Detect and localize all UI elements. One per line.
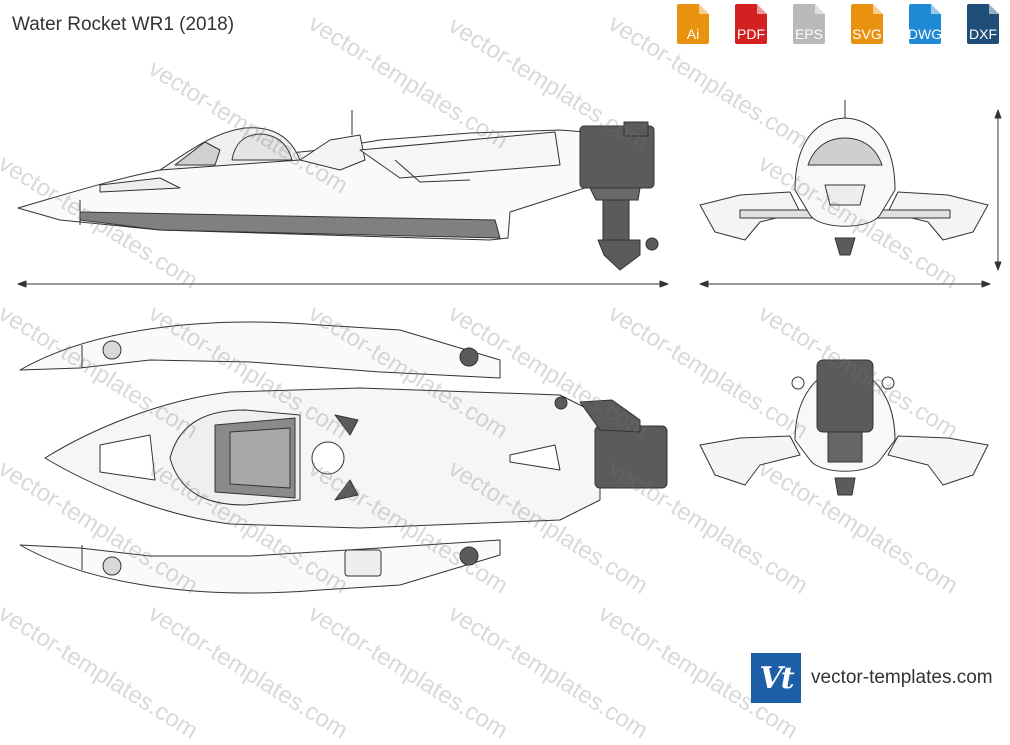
ai-format-button[interactable]: Ai [666, 4, 720, 50]
dxf-format-button[interactable]: DXF [956, 4, 1010, 50]
top-view [19, 321, 668, 594]
brand[interactable]: Vt vector-templates.com [751, 653, 993, 703]
format-label: SVG [852, 26, 882, 42]
brand-site-link[interactable]: vector-templates.com [811, 667, 993, 688]
boat-blueprint [17, 100, 1002, 594]
format-label: DWG [907, 26, 943, 42]
format-label: EPS [794, 26, 823, 42]
eps-format-button[interactable]: EPS [782, 4, 836, 50]
side-view [17, 110, 669, 288]
page-title: Water Rocket WR1 (2018) [12, 14, 235, 35]
dwg-format-button[interactable]: DWG [898, 4, 952, 50]
format-label: DXF [969, 26, 997, 42]
format-label: Ai [686, 26, 700, 42]
brand-logo: Vt [751, 653, 801, 703]
format-icons: Ai PDF EPS SVG DWG DXF [666, 4, 1010, 50]
svg-format-button[interactable]: SVG [840, 4, 894, 50]
pdf-format-button[interactable]: PDF [724, 4, 778, 50]
front-view [699, 100, 1002, 288]
rear-view [699, 359, 989, 496]
format-label: PDF [737, 26, 765, 42]
